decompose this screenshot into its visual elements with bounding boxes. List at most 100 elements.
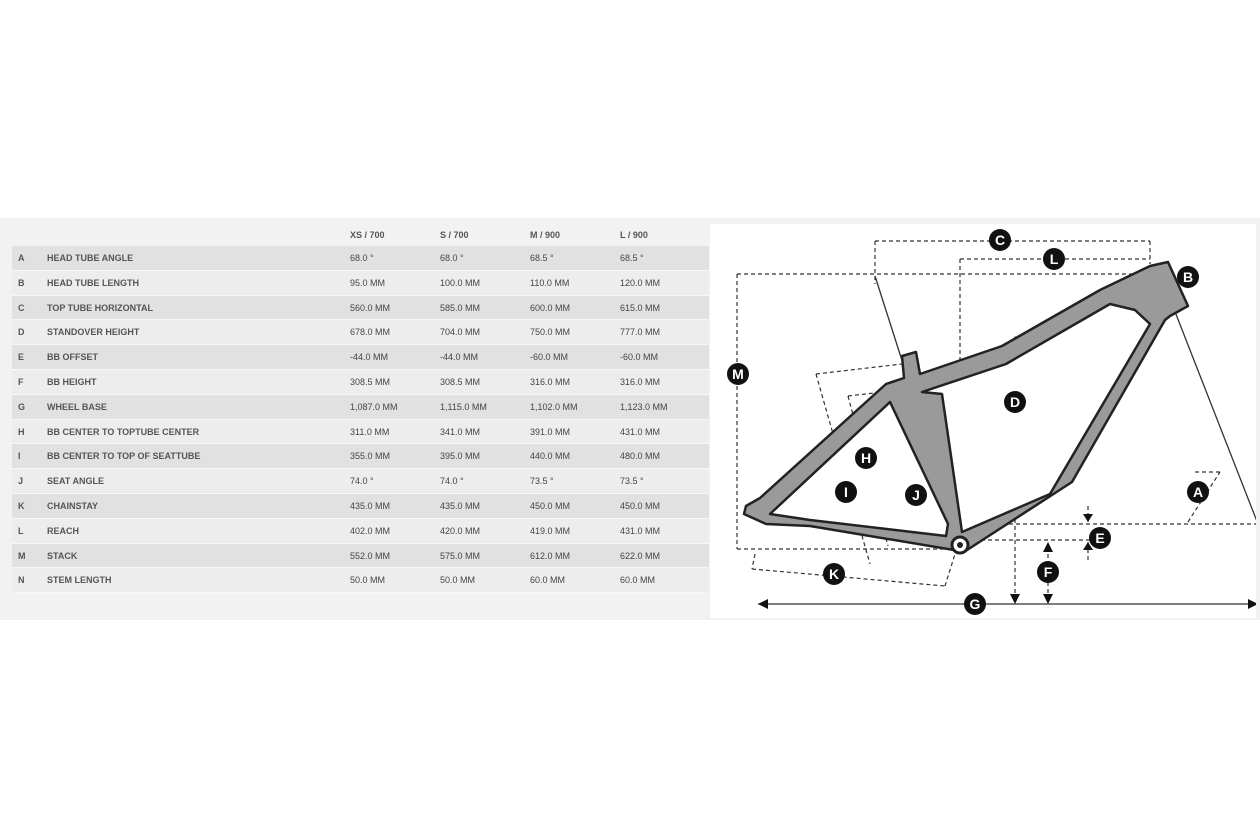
row-value: 308.5 MM <box>350 376 391 387</box>
row-value: 431.0 MM <box>620 426 661 437</box>
column-header-m: M / 900 <box>530 230 561 240</box>
row-letter: F <box>18 376 24 387</box>
row-value: 391.0 MM <box>530 426 571 437</box>
row-value: 750.0 MM <box>530 327 571 338</box>
row-value: 1,102.0 MM <box>530 401 578 412</box>
row-value: 585.0 MM <box>440 302 481 313</box>
row-value: -60.0 MM <box>620 352 659 363</box>
bike-frame <box>742 260 1190 555</box>
row-measurement-name: BB OFFSET <box>47 352 98 363</box>
row-letter: N <box>18 575 25 586</box>
marker-label: K <box>829 566 839 582</box>
row-value: 1,123.0 MM <box>620 401 668 412</box>
marker-label: J <box>912 487 920 503</box>
row-value: 395.0 MM <box>440 451 481 462</box>
row-value: -44.0 MM <box>440 352 479 363</box>
column-header-xs: XS / 700 <box>350 230 385 240</box>
row-value: 704.0 MM <box>440 327 481 338</box>
row-value: 68.0 ° <box>440 253 464 263</box>
row-value: -44.0 MM <box>350 352 389 363</box>
row-measurement-name: BB CENTER TO TOP OF SEATTUBE <box>47 451 201 462</box>
marker-label: L <box>1050 251 1059 267</box>
row-value: 60.0 MM <box>620 575 656 586</box>
row-measurement-name: HEAD TUBE LENGTH <box>47 277 139 288</box>
row-measurement-name: STEM LENGTH <box>47 575 112 586</box>
row-value: 777.0 MM <box>620 327 661 338</box>
row-letter: J <box>18 476 24 487</box>
row-measurement-name: BB HEIGHT <box>47 376 97 387</box>
marker-label: H <box>861 450 871 466</box>
row-value: 420.0 MM <box>440 525 481 536</box>
marker-h: H <box>855 447 877 469</box>
marker-label: A <box>1193 484 1203 500</box>
row-measurement-name: SEAT ANGLE <box>47 476 105 487</box>
row-value: 552.0 MM <box>350 550 391 561</box>
marker-label: B <box>1183 269 1193 285</box>
row-letter: D <box>18 327 25 338</box>
row-value: 316.0 MM <box>620 376 661 387</box>
row-value: 402.0 MM <box>350 525 391 536</box>
row-value: 74.0 ° <box>350 476 374 487</box>
row-letter: L <box>18 525 24 536</box>
marker-label: E <box>1095 530 1104 546</box>
table-header: XS / 700 S / 700 M / 900 L / 900 <box>12 224 709 246</box>
row-value: 50.0 MM <box>350 575 386 586</box>
row-value: 612.0 MM <box>530 550 571 561</box>
row-letter: E <box>18 352 25 363</box>
row-value: 435.0 MM <box>350 500 391 511</box>
marker-m: M <box>727 363 749 385</box>
row-value: 60.0 MM <box>530 575 566 586</box>
marker-j: J <box>905 484 927 506</box>
geometry-table: XS / 700 S / 700 M / 900 L / 900 A HEAD T… <box>0 218 712 602</box>
row-value: 120.0 MM <box>620 277 661 288</box>
row-letter: M <box>18 550 26 561</box>
row-measurement-name: HEAD TUBE ANGLE <box>47 253 134 263</box>
row-letter: G <box>18 401 26 412</box>
row-value: 450.0 MM <box>530 500 571 511</box>
marker-label: D <box>1010 394 1020 410</box>
row-value: 622.0 MM <box>620 550 661 561</box>
row-value: 575.0 MM <box>440 550 481 561</box>
marker-a: A <box>1187 481 1209 503</box>
row-letter: H <box>18 426 25 437</box>
row-value: 480.0 MM <box>620 451 661 462</box>
column-header-s: S / 700 <box>440 230 469 240</box>
row-value: 419.0 MM <box>530 525 571 536</box>
row-measurement-name: STACK <box>47 550 78 561</box>
column-header-l: L / 900 <box>620 230 648 240</box>
marker-l: L <box>1043 248 1065 270</box>
marker-label: C <box>995 232 1005 248</box>
row-letter: I <box>18 451 21 462</box>
marker-f: F <box>1037 561 1059 583</box>
marker-label: F <box>1044 564 1053 580</box>
row-value: 1,115.0 MM <box>440 401 487 412</box>
marker-d: D <box>1004 391 1026 413</box>
row-measurement-name: TOP TUBE HORIZONTAL <box>47 302 154 313</box>
row-value: 74.0 ° <box>440 476 464 487</box>
row-value: 311.0 MM <box>350 426 390 437</box>
row-value: 100.0 MM <box>440 277 481 288</box>
row-letter: A <box>18 253 25 263</box>
row-letter: C <box>18 302 25 313</box>
row-value: 1,087.0 MM <box>350 401 398 412</box>
row-value: 68.0 ° <box>350 253 374 263</box>
table-row: M STACK 552.0 MM 575.0 MM 612.0 MM 622.0 MM <box>12 543 709 569</box>
row-measurement-name: CHAINSTAY <box>47 500 99 511</box>
row-value: 615.0 MM <box>620 302 661 313</box>
row-measurement-name: REACH <box>47 525 80 536</box>
row-value: 68.5 ° <box>620 253 644 263</box>
marker-b: B <box>1177 266 1199 288</box>
marker-label: I <box>844 484 848 500</box>
row-value: 450.0 MM <box>620 500 661 511</box>
row-value: 678.0 MM <box>350 327 391 338</box>
